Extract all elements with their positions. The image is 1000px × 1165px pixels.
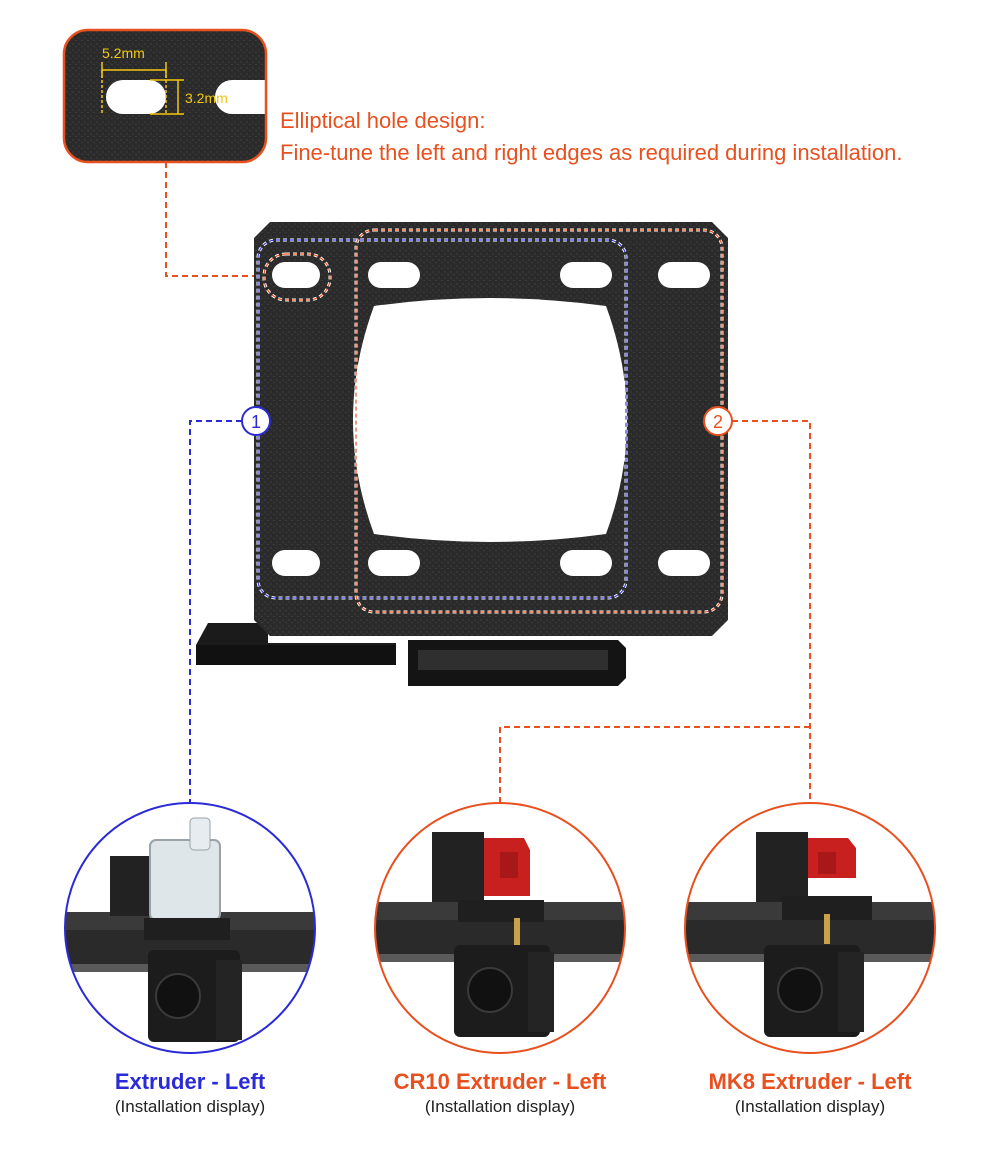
svg-text:1: 1 xyxy=(251,412,261,432)
svg-text:2: 2 xyxy=(713,412,723,432)
mounting-plate xyxy=(196,222,728,686)
extruder-photo-2 xyxy=(374,802,626,1054)
extruder-photo-3 xyxy=(684,802,936,1054)
callout-line-2: Fine-tune the left and right edges as re… xyxy=(280,140,903,165)
badge-1: 1 xyxy=(241,406,271,436)
motor-opening xyxy=(353,298,627,542)
caption-subtitle: (Installation display) xyxy=(424,1097,576,1116)
dimension-width-label: 5.2mm xyxy=(102,45,145,61)
elliptical-hole-closeup xyxy=(106,80,166,114)
caption-title: MK8 Extruder - Left xyxy=(708,1069,912,1094)
caption-3: MK8 Extruder - Left (Installation displa… xyxy=(660,1068,960,1118)
connector-line-1 xyxy=(189,420,242,803)
dimension-height-label: 3.2mm xyxy=(185,90,228,106)
callout-text: Elliptical hole design: Fine-tune the le… xyxy=(280,105,903,169)
callout-line-1: Elliptical hole design: xyxy=(280,108,486,133)
badge-2: 2 xyxy=(703,406,733,436)
connector-line-3 xyxy=(499,726,810,803)
caption-2: CR10 Extruder - Left (Installation displ… xyxy=(350,1068,650,1118)
caption-title: CR10 Extruder - Left xyxy=(393,1069,607,1094)
extruder-photo-1 xyxy=(64,802,316,1054)
caption-subtitle: (Installation display) xyxy=(734,1097,886,1116)
dimension-markers xyxy=(101,62,184,115)
zoom-connector-line xyxy=(165,162,266,277)
connector-line-2 xyxy=(732,420,811,803)
caption-title: Extruder - Left xyxy=(114,1069,266,1094)
caption-1: Extruder - Left (Installation display) xyxy=(40,1068,340,1118)
caption-subtitle: (Installation display) xyxy=(114,1097,266,1116)
slotted-holes xyxy=(272,262,710,576)
zoom-detail: 5.2mm 3.2mm xyxy=(62,28,268,164)
